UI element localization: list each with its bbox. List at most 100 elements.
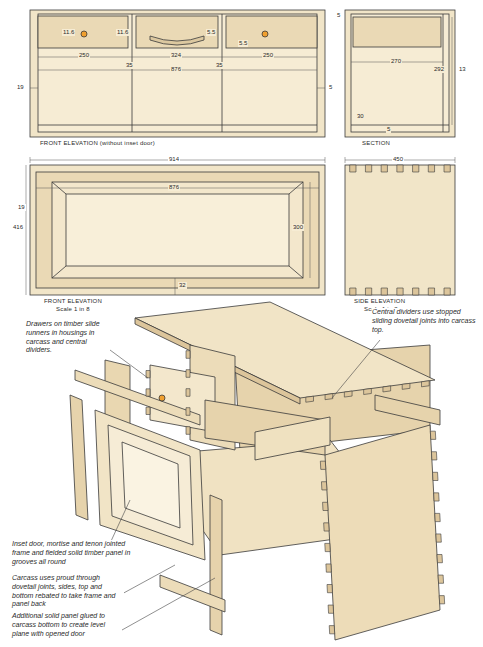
drawing-stroke [52,182,303,278]
drawing-stroke [436,534,441,542]
drawing-stroke [122,442,180,528]
drawing-stroke [455,157,456,163]
drawing-stroke [95,410,205,560]
dimension: 5 [328,84,333,91]
drawing-stroke [81,31,87,37]
drawing-stroke [186,370,190,378]
drawing-stroke [186,408,190,416]
drawing-stroke [306,396,314,402]
annotation: Drawers on timber slide runners in housi… [26,320,108,355]
drawing-stroke [160,575,225,612]
drawing-stroke [444,165,450,172]
drawing-stroke [66,194,289,266]
drawing-stroke [30,88,38,89]
dimension: 5 [336,12,341,19]
drawing-stroke [262,31,268,37]
drawing-stroke [325,157,326,163]
drawing-stroke [397,165,403,172]
drawing-stroke [175,278,176,295]
view-title: FRONT ELEVATION [44,298,102,305]
drawing-stroke [325,543,330,551]
drawing-stroke [186,389,190,397]
drawing-group [30,10,455,295]
dimension: 11.6 [116,29,129,36]
view-title: SIDE ELEVATION [354,298,405,305]
drawing-stroke [255,417,330,460]
drawing-stroke [345,157,346,163]
drawing-stroke [325,425,440,640]
dimension: 35 [215,62,224,69]
drawing-stroke [30,10,325,137]
dimension: 300 [292,224,304,231]
dimension: 5.5 [238,40,248,47]
drawing-stroke [452,17,453,125]
drawing-stroke [402,383,410,389]
view-title: FRONT ELEVATION (without inset door) [40,140,155,147]
drawing-stroke [159,395,165,401]
dimension: 270 [390,58,402,65]
dimension: 876 [168,184,180,191]
drawing-stroke [332,340,380,398]
drawing-stroke [413,288,419,295]
dimension: 13 [458,66,467,73]
drawing-stroke [375,395,440,425]
drawing-stroke [150,36,204,45]
drawing-stroke [110,350,148,378]
drawing-stroke [329,626,334,634]
dimension: 30 [356,113,365,120]
drawing-stroke [365,288,371,295]
drawing-stroke [321,482,326,490]
drawing-stroke [38,16,128,48]
drawing-stroke [437,555,442,563]
drawing-stroke [438,575,443,583]
drawing-stroke [75,370,200,425]
drawing-stroke [325,394,333,400]
annotation: Additional solid panel glued to carcass … [12,612,120,638]
drawing-stroke [310,182,311,278]
drawing-stroke [350,288,356,295]
drawing-stroke [289,266,303,278]
drawing-stroke [120,565,175,595]
drawing-stroke [222,14,223,132]
drawing-stroke [326,564,331,572]
dimension: 250 [78,52,90,59]
drawing-stroke [38,14,317,132]
drawing-stroke [52,266,66,278]
view-title: SECTION [362,140,390,147]
drawing-stroke [226,16,317,48]
annotation: Central dividers use stopped sliding dov… [372,308,476,334]
dimension: 11.6 [62,29,75,36]
dimension: 5.5 [206,29,216,36]
drawing-stroke [435,513,440,521]
drawing-stroke [146,389,150,396]
drawing-stroke [353,17,441,47]
annotation: Inset door, mortise and tenon jointed fr… [12,540,132,566]
drawing-stroke [381,288,387,295]
drawing-stroke [122,578,215,630]
drawing-stroke [422,381,430,387]
drawing-stroke [443,14,444,132]
drawing-stroke [444,288,450,295]
dimension: 324 [170,52,182,59]
drawing-stroke [36,172,319,288]
drawing-stroke [328,605,333,613]
dimension: 450 [392,156,404,163]
drawing-stroke [317,88,325,89]
dimension: 19 [17,204,26,211]
drawing-stroke [324,523,329,531]
drawing-stroke [344,391,352,397]
drawing-stroke [146,407,150,414]
drawing-stroke [210,495,222,635]
drawing-stroke [320,461,325,469]
drawing-stroke [323,502,328,510]
dimension: 876 [170,66,182,73]
dimension: 914 [168,156,180,163]
drawing-stroke [30,157,31,163]
drawing-stroke [428,165,434,172]
drawing-stroke [70,395,88,520]
drawing-stroke [365,165,371,172]
dimension: 292 [433,66,445,73]
dimension: 19 [16,84,25,91]
dimension: 32 [178,282,187,289]
drawing-stroke [431,452,436,460]
